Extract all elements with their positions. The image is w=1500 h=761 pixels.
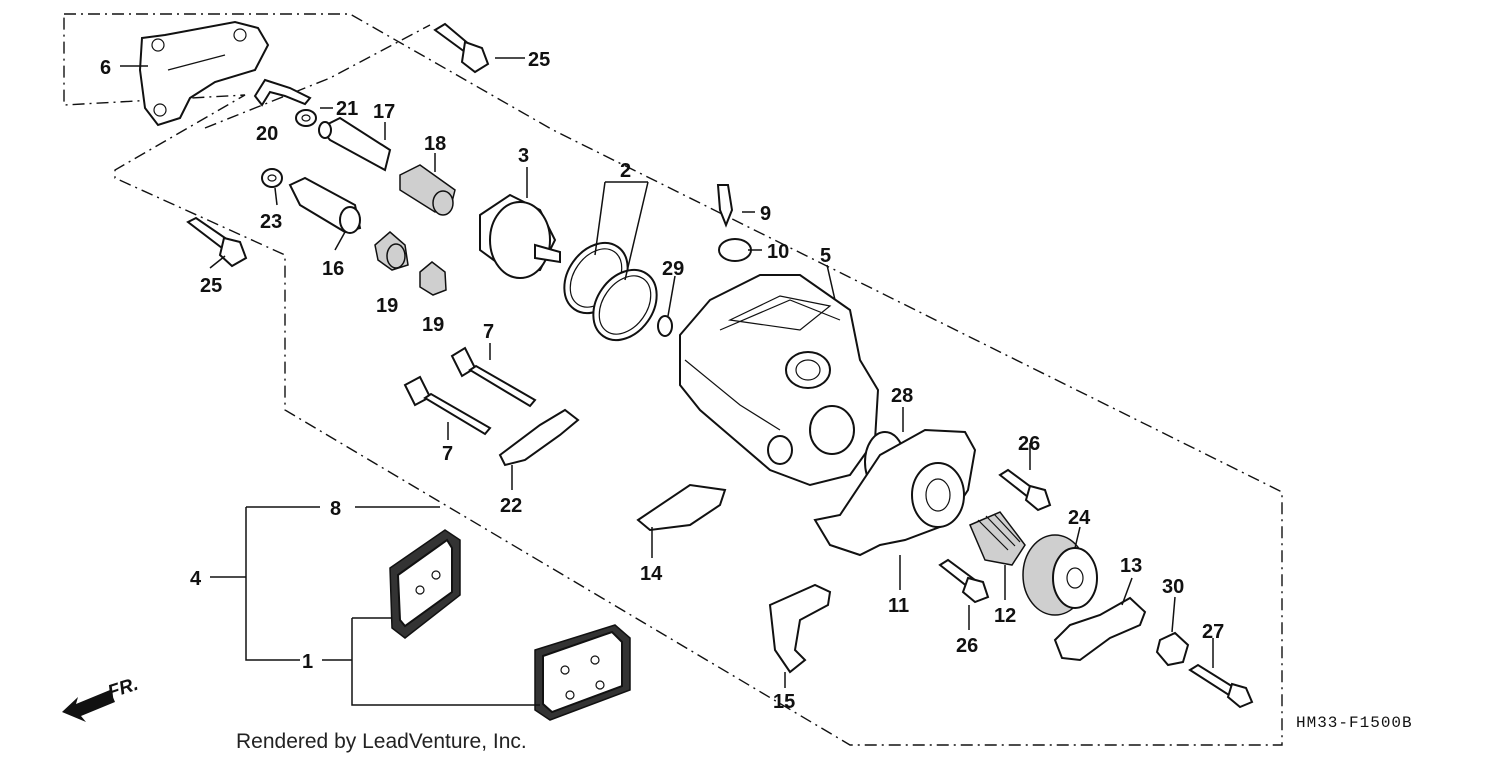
piston-part-3 xyxy=(479,193,561,279)
callout-label-27: 27 xyxy=(1202,621,1224,643)
washer-part-23 xyxy=(261,168,283,188)
bracket-1 xyxy=(322,617,540,706)
callout-label-16: 16 xyxy=(322,258,344,280)
callout-label-4: 4 xyxy=(190,568,202,590)
front-direction-arrow xyxy=(62,690,115,722)
callout-label-19-a: 19 xyxy=(376,295,398,317)
callout-label-7-lower: 7 xyxy=(442,443,453,465)
callout-label-5: 5 xyxy=(820,245,831,267)
callout-label-26-lower: 26 xyxy=(956,635,978,657)
callout-label-14: 14 xyxy=(640,563,663,585)
callout-label-7-upper: 7 xyxy=(483,321,494,343)
callout-label-23: 23 xyxy=(260,211,282,233)
callout-label-24: 24 xyxy=(1068,507,1091,529)
spring-part-12 xyxy=(969,511,1026,566)
leader-lines xyxy=(120,57,1214,688)
slide-pin-part-7-upper xyxy=(450,346,537,408)
slide-pin-part-7-lower xyxy=(403,375,492,436)
roller-part-24 xyxy=(1022,534,1098,616)
pin-part-16 xyxy=(288,176,362,234)
diagram-part-code: HM33-F1500B xyxy=(1296,714,1413,732)
boot-part-19-b xyxy=(419,261,447,296)
callout-label-19-b: 19 xyxy=(422,314,444,336)
callout-label-6: 6 xyxy=(100,57,111,79)
assembly-outline xyxy=(63,13,1283,746)
cap-part-10 xyxy=(718,238,752,262)
bolt-part-26-upper xyxy=(998,468,1052,512)
callout-label-3: 3 xyxy=(518,145,529,167)
lever-part-13 xyxy=(1053,596,1147,662)
callout-label-12: 12 xyxy=(994,605,1016,627)
retainer-part-14 xyxy=(636,483,727,532)
callout-label-25-left: 25 xyxy=(200,275,222,297)
pin-bolt-part-17 xyxy=(318,116,392,172)
callout-label-22: 22 xyxy=(500,495,522,517)
callout-label-29: 29 xyxy=(662,258,684,280)
render-credit: Rendered by LeadVenture, Inc. xyxy=(236,730,527,753)
bolt-part-27 xyxy=(1188,663,1254,709)
callout-label-9: 9 xyxy=(760,203,771,225)
callout-label-8: 8 xyxy=(330,498,341,520)
caliper-bracket-part-6 xyxy=(138,20,270,127)
clip-part-20 xyxy=(253,78,312,107)
brake-pad-part-1-a xyxy=(389,529,461,639)
bracket-part-11 xyxy=(813,428,977,557)
callout-label-11: 11 xyxy=(888,595,909,617)
bolt-part-25-left xyxy=(186,216,248,268)
pad-spring-part-22 xyxy=(498,408,580,467)
bolt-part-25-top xyxy=(433,22,490,74)
bracket-8 xyxy=(245,507,300,661)
brake-pad-part-1-b xyxy=(534,624,631,721)
callout-label-18: 18 xyxy=(424,133,446,155)
callout-label-26-upper: 26 xyxy=(1018,433,1040,455)
oring-part-29 xyxy=(657,315,673,337)
callout-label-20: 20 xyxy=(256,123,278,145)
callout-label-28: 28 xyxy=(891,385,913,407)
sub-outline xyxy=(204,24,431,129)
callout-label-30: 30 xyxy=(1162,576,1184,598)
bracket-part-15 xyxy=(768,583,832,674)
boot-part-19-a xyxy=(374,231,409,271)
bleeder-part-9 xyxy=(716,184,734,228)
boot-part-18 xyxy=(399,164,456,216)
callout-label-10: 10 xyxy=(767,241,789,263)
seals-part-2 xyxy=(563,241,658,342)
caliper-body-part-5 xyxy=(679,274,880,487)
bolt-part-26-lower xyxy=(938,558,990,604)
callout-label-25-top: 25 xyxy=(528,49,550,71)
callout-label-17: 17 xyxy=(373,101,395,123)
callout-label-21: 21 xyxy=(336,98,358,120)
nut-part-30 xyxy=(1155,631,1190,667)
callout-label-2: 2 xyxy=(620,160,631,182)
callout-label-15: 15 xyxy=(773,691,795,713)
callout-label-13: 13 xyxy=(1120,555,1142,577)
callout-label-1: 1 xyxy=(302,651,313,673)
washer-part-21 xyxy=(295,109,317,127)
